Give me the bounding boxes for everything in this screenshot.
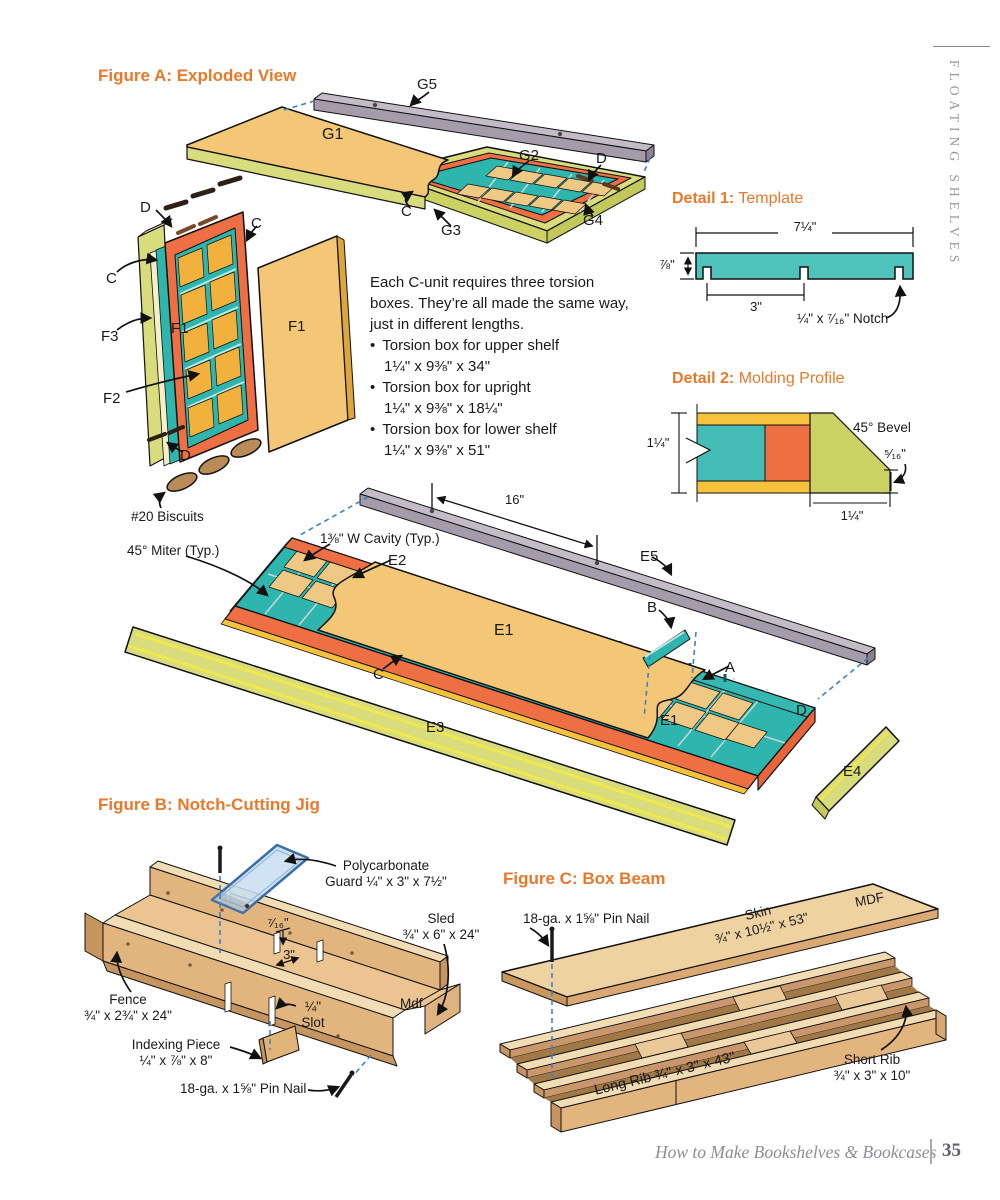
dim-molding-tip: ⁵⁄₁₆" (884, 446, 906, 461)
sidebar-chapter-label: FLOATING SHELVES (947, 60, 962, 268)
detail-1-title: Detail 1: Template (672, 190, 803, 208)
footer-book-title: How to Make Bookshelves & Bookcases (655, 1142, 937, 1162)
callout-indexing-line1: Indexing Piece (131, 1037, 221, 1052)
detail-2-title: Detail 2: Molding Profile (672, 370, 845, 388)
note-bullet-label: Torsion box for lower shelf (370, 419, 675, 440)
callout-sled: Sled ¾" x 6" x 24" (396, 911, 486, 943)
detail-1-art (680, 227, 914, 319)
label-e5: E5 (640, 548, 659, 565)
label-e2: E2 (388, 552, 407, 569)
note-line: boxes. They’re all made the same way, (370, 295, 629, 312)
callout-short-rib-line2: ¾" x 3" x 10" (833, 1067, 911, 1083)
callout-template-notch: ¼" x ⁷⁄₁₆" Notch (797, 311, 889, 326)
footer-divider (930, 1139, 932, 1164)
label-c-front: C (373, 666, 384, 683)
label-c-grid: C (401, 203, 412, 220)
callout-fence: Fence ¾" x 2¾" x 24" (72, 992, 184, 1024)
note-bullet-dims: 1¼" x 9⅜" x 51" (384, 442, 491, 459)
callout-slot-line1: ¼" (304, 999, 322, 1014)
label-g2: G2 (519, 147, 540, 164)
sidebar-rule (933, 46, 990, 47)
label-c-upright-left: C (106, 270, 117, 287)
callout-fence-line2: ¾" x 2¾" x 24" (84, 1007, 172, 1023)
figure-b-art (84, 843, 461, 1098)
note-bullet-dims: 1¼" x 9⅜" x 34" (384, 358, 491, 375)
dim-template-thickness: ⅞" (659, 257, 675, 272)
figure-b-title: Figure B: Notch-Cutting Jig (98, 795, 320, 814)
label-a: A (725, 659, 736, 676)
label-g3: G3 (441, 222, 462, 239)
detail-2-art (671, 404, 907, 507)
detail-1-title-bold: Detail 1: (672, 190, 735, 207)
dim-molding-height: 1¼" (646, 435, 670, 450)
label-f3: F3 (101, 328, 119, 345)
label-d-grid: D (596, 150, 607, 167)
label-e1-grid: E1 (660, 712, 679, 729)
callout-fence-line1: Fence (109, 992, 147, 1007)
dim-slot-depth: ⁷⁄₁₆" (267, 915, 289, 930)
callout-guard-line1: Polycarbonate (342, 858, 430, 873)
label-d-right: D (796, 702, 807, 719)
label-g1: G1 (322, 126, 344, 143)
callout-cavity: 1⅜" W Cavity (Typ.) (320, 531, 440, 546)
callout-slot: ¼" Slot (290, 999, 336, 1031)
label-mdf-jig: Mdf (400, 996, 423, 1011)
callout-bevel: 45° Bevel (853, 420, 911, 435)
label-g4: G4 (583, 212, 604, 229)
note-line: just in different lengths. (370, 316, 524, 333)
callout-slot-line2: Slot (301, 1014, 325, 1030)
figure-c-art (499, 883, 947, 1133)
label-f2: F2 (103, 390, 121, 407)
note-bullet-label: Torsion box for upper shelf (370, 335, 675, 356)
note-bullet-dims: 1¼" x 9⅜" x 18¼" (384, 400, 503, 417)
note-line: Each C-unit requires three torsion (370, 274, 595, 291)
callout-short-rib: Short Rib ¾" x 3" x 10" (813, 1052, 931, 1084)
figure-c-title: Figure C: Box Beam (503, 869, 666, 888)
callout-short-rib-line1: Short Rib (843, 1052, 901, 1067)
dim-molding-width: 1¼" (840, 508, 864, 523)
label-e4: E4 (843, 763, 862, 780)
detail-2-title-rest: Molding Profile (734, 370, 845, 387)
label-d-upright-top: D (140, 199, 151, 216)
callout-pin-nail-c: 18-ga. x 1⅝" Pin Nail (523, 911, 650, 926)
detail-1-title-rest: Template (734, 190, 804, 207)
callout-pin-nail-b: 18-ga. x 1⅝" Pin Nail (180, 1081, 307, 1096)
label-d-upright-bottom: D (180, 447, 191, 464)
note-torsion-boxes: Each C-unit requires three torsion boxes… (370, 272, 675, 461)
label-e1: E1 (494, 622, 514, 639)
callout-sled-line2: ¾" x 6" x 24" (402, 926, 480, 942)
label-f1-right: F1 (288, 318, 306, 335)
label-f1-left: F1 (171, 320, 189, 337)
dim-template-spacing: 3" (750, 299, 762, 314)
dim-slot-spacing: 3" (283, 947, 295, 962)
label-b: B (647, 599, 658, 616)
callout-guard: Polycarbonate Guard ¼" x 3" x 7½" (318, 858, 454, 890)
callout-sled-line1: Sled (427, 911, 455, 926)
note-bullet-label: Torsion box for upright (370, 377, 675, 398)
callout-indexing: Indexing Piece ¼" x ⅞" x 8" (110, 1037, 242, 1069)
label-e3: E3 (426, 719, 445, 736)
footer-page-number: 35 (942, 1140, 961, 1161)
callout-miter: 45° Miter (Typ.) (127, 543, 220, 558)
label-g5: G5 (417, 76, 438, 93)
label-c-upright-top: C (251, 215, 262, 232)
figure-a-art (116, 91, 900, 846)
dim-cleat-spacing: 16" (505, 492, 525, 507)
detail-2-title-bold: Detail 2: (672, 370, 735, 387)
dim-template-width: 7¼" (793, 219, 817, 234)
callout-guard-line2: Guard ¼" x 3" x 7½" (325, 873, 447, 889)
figure-a-title: Figure A: Exploded View (98, 66, 297, 85)
callout-biscuits: #20 Biscuits (131, 509, 204, 524)
callout-indexing-line2: ¼" x ⅞" x 8" (139, 1052, 213, 1068)
